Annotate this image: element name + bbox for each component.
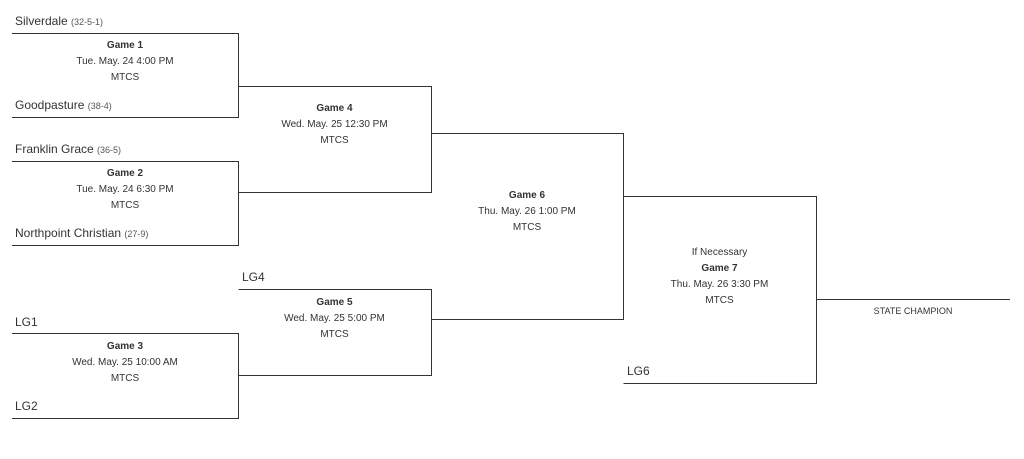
game-note: If Necessary — [691, 247, 748, 258]
game-4: Game 4 Wed. May. 25 12:30 PM MTCS — [238, 101, 431, 149]
game-venue: MTCS — [110, 200, 140, 211]
game-date: Wed. May. 25 12:30 PM — [281, 119, 388, 130]
game-name: Game 1 — [106, 40, 144, 51]
team-northpoint-christian: Northpoint Christian (27-9) — [15, 226, 148, 240]
team-lg4: LG4 — [242, 270, 265, 284]
game-venue: MTCS — [705, 295, 734, 306]
game-date: Tue. May. 24 6:30 PM — [76, 184, 174, 195]
game-name: Game 7 — [701, 263, 738, 274]
game1-bracket-line — [12, 33, 239, 118]
game5-bracket-line — [238, 289, 432, 376]
game-name: Game 6 — [508, 190, 546, 201]
game-name: Game 4 — [316, 103, 353, 114]
team-name: LG4 — [242, 270, 265, 284]
team-name: LG6 — [627, 364, 650, 378]
team-silverdale: Silverdale (32-5-1) — [15, 14, 103, 28]
team-franklin-grace: Franklin Grace (36-5) — [15, 142, 121, 156]
game2-bracket-line — [12, 161, 239, 246]
game-venue: MTCS — [110, 72, 140, 83]
team-name: LG2 — [15, 399, 38, 413]
team-record: (27-9) — [124, 229, 149, 239]
game-5: Game 5 Wed. May. 25 5:00 PM MTCS — [238, 295, 431, 343]
game-6: Game 6 Thu. May. 26 1:00 PM MTCS — [431, 188, 623, 236]
team-record: (38-4) — [87, 101, 112, 111]
state-champion-label: STATE CHAMPION — [873, 306, 953, 316]
game-3: Game 3 Wed. May. 25 10:00 AM MTCS — [12, 339, 238, 387]
team-record: (32-5-1) — [71, 17, 104, 27]
team-lg2: LG2 — [15, 399, 38, 413]
game-date: Thu. May. 26 1:00 PM — [478, 206, 576, 217]
game-date: Thu. May. 26 3:30 PM — [670, 279, 769, 290]
team-goodpasture: Goodpasture (38-4) — [15, 98, 112, 112]
team-name: Northpoint Christian — [15, 226, 122, 240]
team-record: (36-5) — [97, 145, 122, 155]
team-name: Goodpasture — [15, 98, 85, 112]
game-7: If Necessary Game 7 Thu. May. 26 3:30 PM… — [623, 245, 816, 309]
game7-bracket-line — [623, 196, 817, 384]
team-name: Franklin Grace — [15, 142, 94, 156]
game-venue: MTCS — [512, 222, 542, 233]
team-lg1: LG1 — [15, 315, 38, 329]
game4-bracket-line — [238, 86, 432, 193]
game6-bracket-line — [431, 133, 624, 320]
team-lg6: LG6 — [627, 364, 650, 378]
game-venue: MTCS — [320, 329, 349, 340]
game-name: Game 2 — [106, 168, 144, 179]
game-1: Game 1 Tue. May. 24 4:00 PM MTCS — [12, 38, 238, 86]
game-venue: MTCS — [320, 135, 349, 146]
team-name: LG1 — [15, 315, 38, 329]
game-venue: MTCS — [110, 373, 140, 384]
team-name: Silverdale — [15, 14, 68, 28]
game-date: Tue. May. 24 4:00 PM — [76, 56, 174, 67]
game-date: Wed. May. 25 10:00 AM — [72, 357, 178, 368]
game-date: Wed. May. 25 5:00 PM — [284, 313, 385, 324]
game-name: Game 5 — [316, 297, 353, 308]
game-2: Game 2 Tue. May. 24 6:30 PM MTCS — [12, 166, 238, 214]
game-name: Game 3 — [106, 341, 144, 352]
